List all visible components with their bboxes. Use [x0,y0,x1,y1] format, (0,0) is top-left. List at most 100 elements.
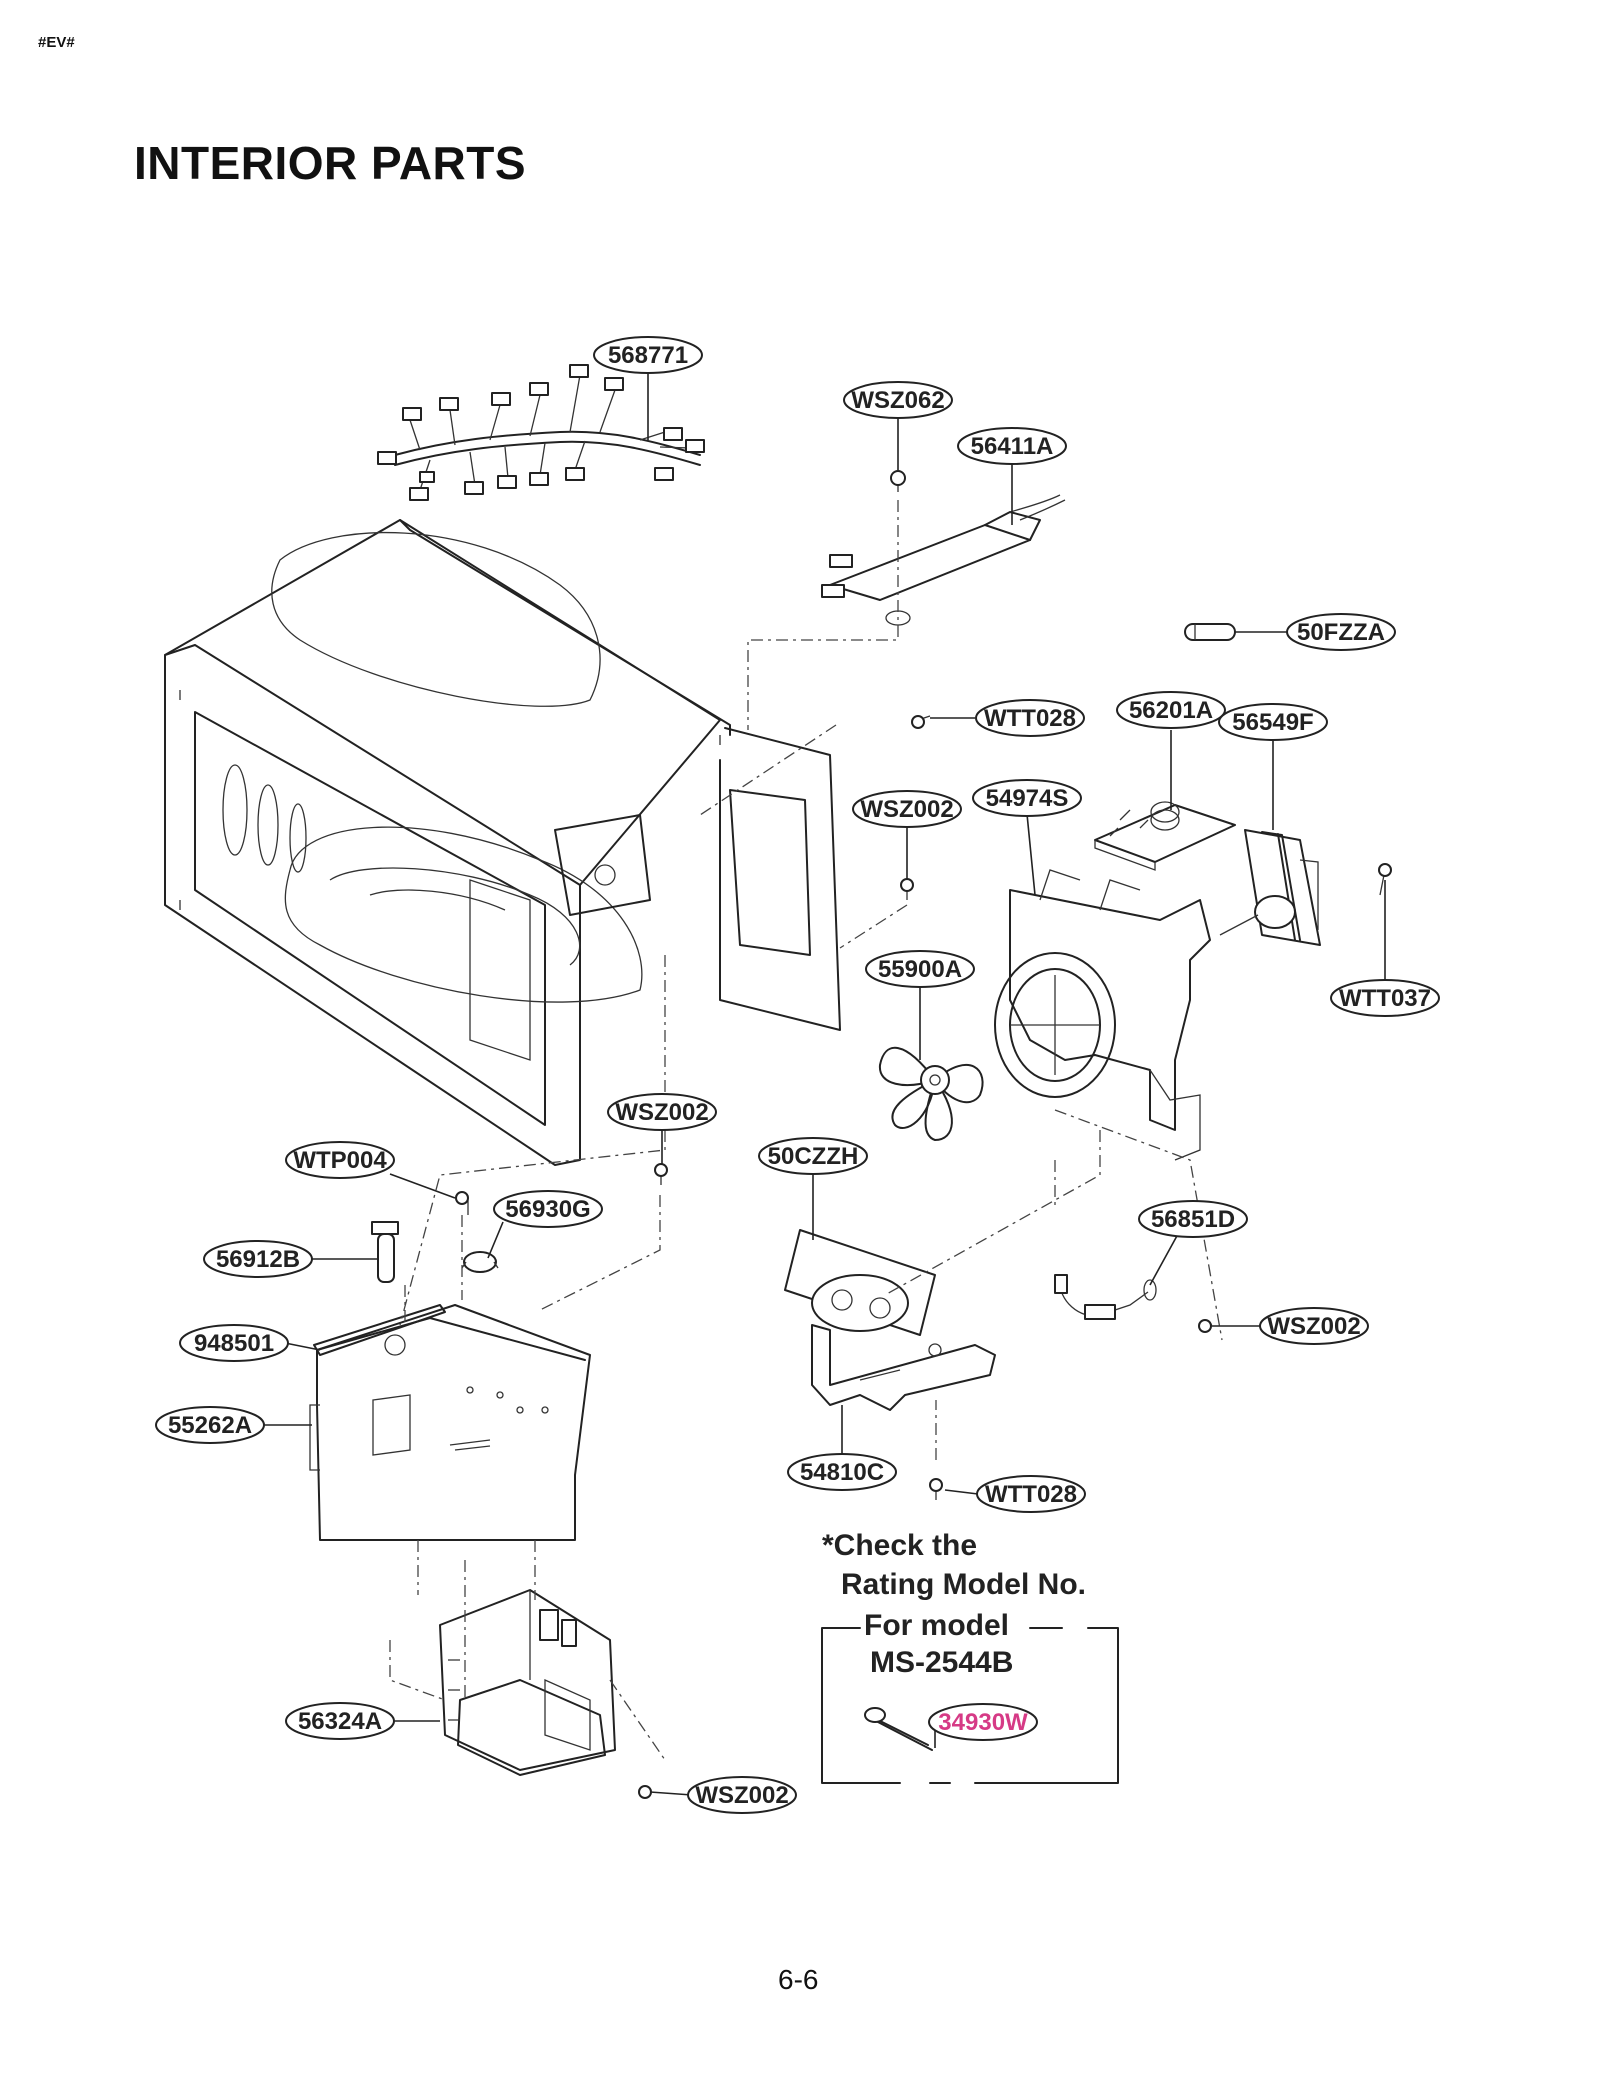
part-number-label: 34930W [938,1709,1028,1736]
callout-oval [1116,691,1226,729]
document-code: #EV# [38,34,75,51]
part-number-label: 56912B [216,1246,300,1273]
part-number-label: 56411A [971,433,1054,460]
part-number-label: WSZ002 [860,796,953,823]
wire-harness-drawing [377,364,705,501]
fuse-50fzza-drawing [1184,623,1236,641]
gasket-34930w-drawing [864,1707,933,1751]
part-number-label: 56851D [1151,1206,1235,1233]
model-inset-box [821,1627,1119,1784]
note-box-line-2: MS-2544B [870,1646,1014,1679]
part-number-label: WTT028 [985,1481,1077,1508]
part-number-label: 54974S [986,785,1069,812]
part-number-label: 55900A [878,956,962,983]
fan-duct-54974s-drawing [994,869,1211,1161]
callout-wtt037: WTT037 [1330,979,1440,1017]
callout-oval [865,950,975,988]
callout-wsz002: WSZ002 [852,790,962,828]
callout-34930w: 34930W [928,1703,1038,1741]
part-number-label: WSZ002 [1267,1313,1360,1340]
callout-oval [758,1137,868,1175]
callout-56549f: 56549F [1218,703,1328,741]
harness-56851d-drawing [1054,1274,1157,1320]
bracket-54810c-drawing [811,1324,996,1411]
part-number-label: 948501 [194,1330,274,1357]
cutout-56411a-drawing [821,470,1066,626]
fan-motor-56549f-drawing [1219,829,1321,946]
part-number-label: WSZ002 [615,1099,708,1126]
part-number-label: 55262A [168,1412,252,1439]
callout-oval [285,1141,395,1179]
callout-wtt028: WTT028 [976,1475,1086,1513]
magnetron-56324a-drawing [439,1589,616,1776]
callout-oval [1286,613,1396,651]
oven-cavity-drawing [164,519,841,1166]
callout-55900a: 55900A [865,950,975,988]
callout-oval [1218,703,1328,741]
callout-wsz002: WSZ002 [687,1776,797,1814]
callout-oval [1138,1200,1248,1238]
transformer-55262a-drawing [309,1304,591,1541]
callout-oval [852,790,962,828]
callout-oval [975,699,1085,737]
callout-wsz002: WSZ002 [1259,1307,1369,1345]
callout-wtt028: WTT028 [975,699,1085,737]
callout-50czzh: 50CZZH [758,1137,868,1175]
callout-oval [607,1093,717,1131]
callout-56201a: 56201A [1116,691,1226,729]
callout-568771: 568771 [593,336,703,374]
leader-lines [258,373,1386,1796]
callout-54810c: 54810C [787,1453,897,1491]
part-number-label: 56930G [505,1196,590,1223]
part-number-label: 56549F [1232,709,1313,736]
callout-56324a: 56324A [285,1702,395,1740]
callout-wsz002: WSZ002 [607,1093,717,1131]
callout-oval [493,1190,603,1228]
callout-oval [155,1406,265,1444]
callout-oval [203,1240,313,1278]
part-number-label: 56324A [298,1708,382,1735]
callout-oval [928,1703,1038,1741]
capacitor-50czzh-drawing [784,1229,936,1336]
callout-wtp004: WTP004 [285,1141,395,1179]
page-number: 6-6 [778,1964,819,1995]
callout-50fzza: 50FZZA [1286,613,1396,651]
part-number-label: WTP004 [293,1147,387,1174]
part-number-label: WTT028 [984,705,1076,732]
assembly-lines [389,500,1223,1761]
note-line-2: Rating Model No. [841,1568,1086,1601]
callout-oval [976,1475,1086,1513]
callout-oval [843,381,953,419]
part-number-label: 568771 [608,342,688,369]
callout-wsz062: WSZ062 [843,381,953,419]
thermostat-drawings [371,1221,499,1283]
callout-oval [179,1324,289,1362]
callout-54974s: 54974S [972,779,1082,817]
screw-drawings [455,715,1392,1799]
part-number-label: 56201A [1129,697,1213,724]
fan-blade-55900a-drawing [878,1046,984,1141]
part-number-label: WSZ002 [695,1782,788,1809]
part-number-label: WTT037 [1339,985,1431,1012]
part-number-label: 50CZZH [768,1143,859,1170]
callout-56411a: 56411A [957,427,1067,465]
callout-55262a: 55262A [155,1406,265,1444]
callout-oval [957,427,1067,465]
callout-oval [1259,1307,1369,1345]
callout-oval [687,1776,797,1814]
callout-56930g: 56930G [493,1190,603,1228]
part-number-label: 50FZZA [1297,619,1385,646]
page-title: INTERIOR PARTS [134,137,527,189]
part-number-label: WSZ062 [851,387,944,414]
callout-oval [787,1453,897,1491]
noise-filter-56201a-drawing [1094,801,1236,871]
callout-948501: 948501 [179,1324,289,1362]
callout-oval [1330,979,1440,1017]
callout-56851d: 56851D [1138,1200,1248,1238]
note-line-1: *Check the [822,1529,978,1562]
callout-oval [972,779,1082,817]
callout-oval [285,1702,395,1740]
